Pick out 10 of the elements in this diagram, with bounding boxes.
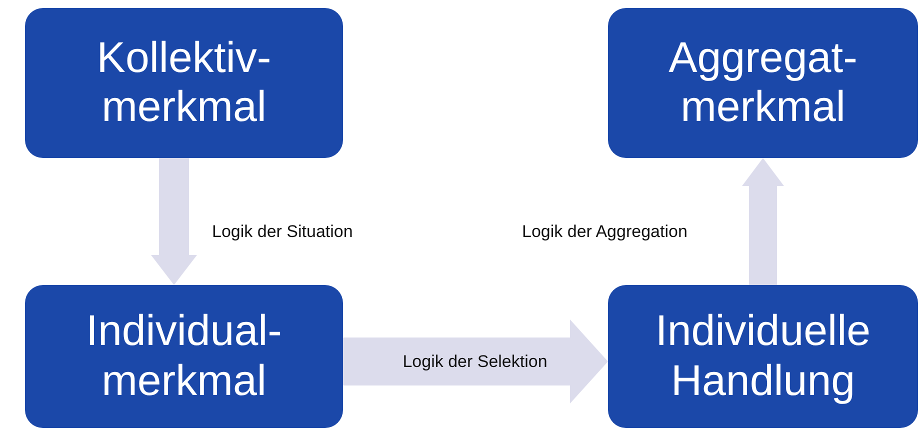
edge-label: Logik der Situation <box>212 222 353 242</box>
process-box: Individuelle Handlung <box>608 285 918 428</box>
edge-label: Logik der Aggregation <box>522 222 688 242</box>
process-box: Individual- merkmal <box>25 285 343 428</box>
block-arrow <box>742 158 784 285</box>
process-box: Kollektiv- merkmal <box>25 8 343 158</box>
edge-label: Logik der Selektion <box>402 352 548 372</box>
process-box: Aggregat- merkmal <box>608 8 918 158</box>
block-arrow <box>343 320 608 404</box>
block-arrow <box>151 158 197 285</box>
